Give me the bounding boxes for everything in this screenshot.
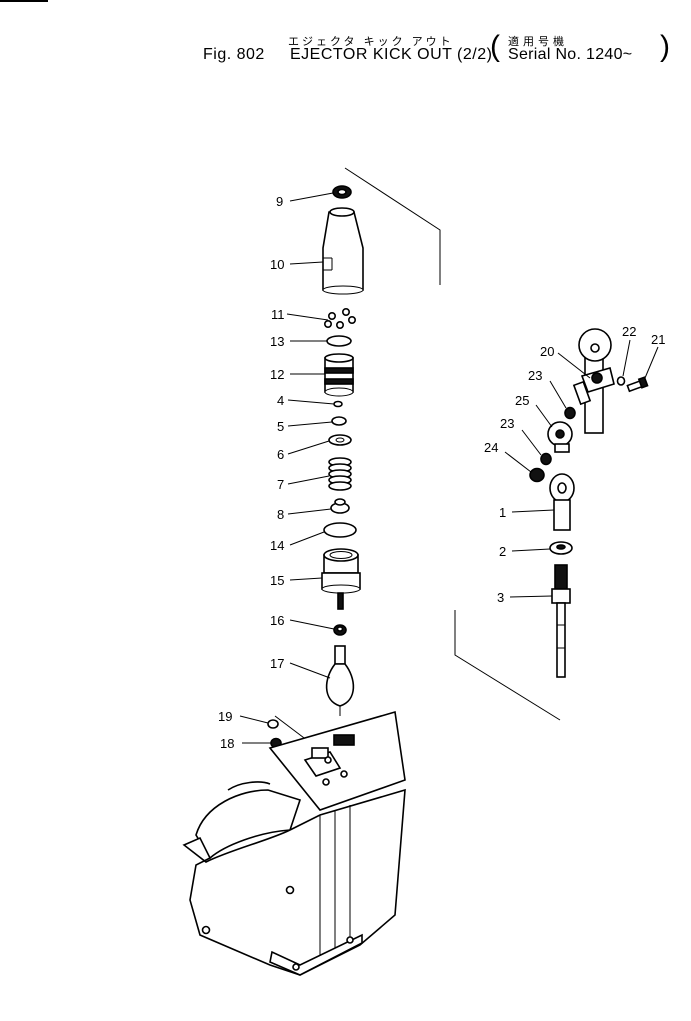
callout-5: 5 bbox=[277, 419, 284, 434]
part-3-rod bbox=[551, 564, 571, 678]
callout-1: 1 bbox=[499, 505, 506, 520]
callout-16: 16 bbox=[270, 613, 284, 628]
leader-lines bbox=[239, 192, 659, 744]
callout-24: 24 bbox=[484, 440, 498, 455]
part-22-washer bbox=[616, 376, 626, 386]
part-21-bolt bbox=[626, 376, 649, 393]
serial-label-japanese: 適用号機 bbox=[508, 36, 568, 48]
callout-20: 20 bbox=[540, 344, 554, 359]
callout-2: 2 bbox=[499, 544, 506, 559]
part-16-nut bbox=[333, 624, 347, 636]
callout-3: 3 bbox=[497, 590, 504, 605]
serial-open-paren: ( bbox=[490, 30, 500, 63]
part-25-ball-joint bbox=[547, 421, 573, 453]
callout-8: 8 bbox=[277, 507, 284, 522]
callout-21: 21 bbox=[651, 332, 665, 347]
part-19-washer bbox=[267, 719, 279, 729]
part-20-joint bbox=[572, 367, 615, 406]
callout-7: 7 bbox=[277, 477, 284, 492]
callout-12: 12 bbox=[270, 367, 284, 382]
part-4-small-ring bbox=[333, 400, 343, 408]
callout-9: 9 bbox=[276, 194, 283, 209]
callout-14: 14 bbox=[270, 538, 284, 553]
part-23-nut-upper bbox=[564, 406, 576, 420]
title-english: EJECTOR KICK OUT (2/2) bbox=[290, 46, 493, 63]
corner-mark bbox=[0, 0, 48, 2]
callout-17: 17 bbox=[270, 656, 284, 671]
figure-number: Fig. 802 bbox=[203, 46, 265, 63]
part-8-spring-seat bbox=[330, 498, 350, 514]
part-11-balls bbox=[323, 307, 356, 329]
callout-15: 15 bbox=[270, 573, 284, 588]
callout-11: 11 bbox=[271, 307, 285, 322]
callout-13: 13 bbox=[270, 334, 284, 349]
callout-22: 22 bbox=[622, 324, 636, 339]
part-1-rod-end bbox=[549, 473, 575, 531]
callout-23-upper: 23 bbox=[528, 368, 542, 383]
part-12-piston bbox=[324, 353, 354, 397]
part-13-o-ring bbox=[326, 335, 352, 347]
top-group-bracket bbox=[344, 167, 441, 285]
callout-4: 4 bbox=[277, 393, 284, 408]
part-15-body bbox=[321, 548, 361, 610]
part-23-nut-lower bbox=[540, 452, 552, 466]
bracket-housing bbox=[182, 710, 406, 976]
callout-18: 18 bbox=[220, 736, 234, 751]
right-group-bracket bbox=[454, 610, 561, 721]
part-2-nut bbox=[549, 541, 573, 555]
callout-23-lower: 23 bbox=[500, 416, 514, 431]
part-14-o-ring bbox=[323, 522, 357, 538]
callout-25: 25 bbox=[515, 393, 529, 408]
callout-6: 6 bbox=[277, 447, 284, 462]
title-japanese: エジェクタ キック アウト bbox=[288, 36, 454, 48]
part-17-knob bbox=[325, 645, 355, 716]
serial-number: Serial No. 1240~ bbox=[508, 46, 633, 63]
serial-close-paren: ) bbox=[660, 30, 670, 63]
part-7-spring bbox=[328, 457, 352, 491]
part-5-washer bbox=[331, 416, 347, 426]
callout-10: 10 bbox=[270, 257, 284, 272]
callout-19: 19 bbox=[218, 709, 232, 724]
callout-labels: 9 10 11 13 12 4 5 6 7 8 14 15 16 17 19 1… bbox=[218, 194, 665, 751]
part-24-nut bbox=[529, 467, 545, 483]
part-6-washer bbox=[328, 434, 352, 446]
part-10-cap bbox=[322, 207, 364, 295]
part-9-nut bbox=[332, 185, 352, 199]
